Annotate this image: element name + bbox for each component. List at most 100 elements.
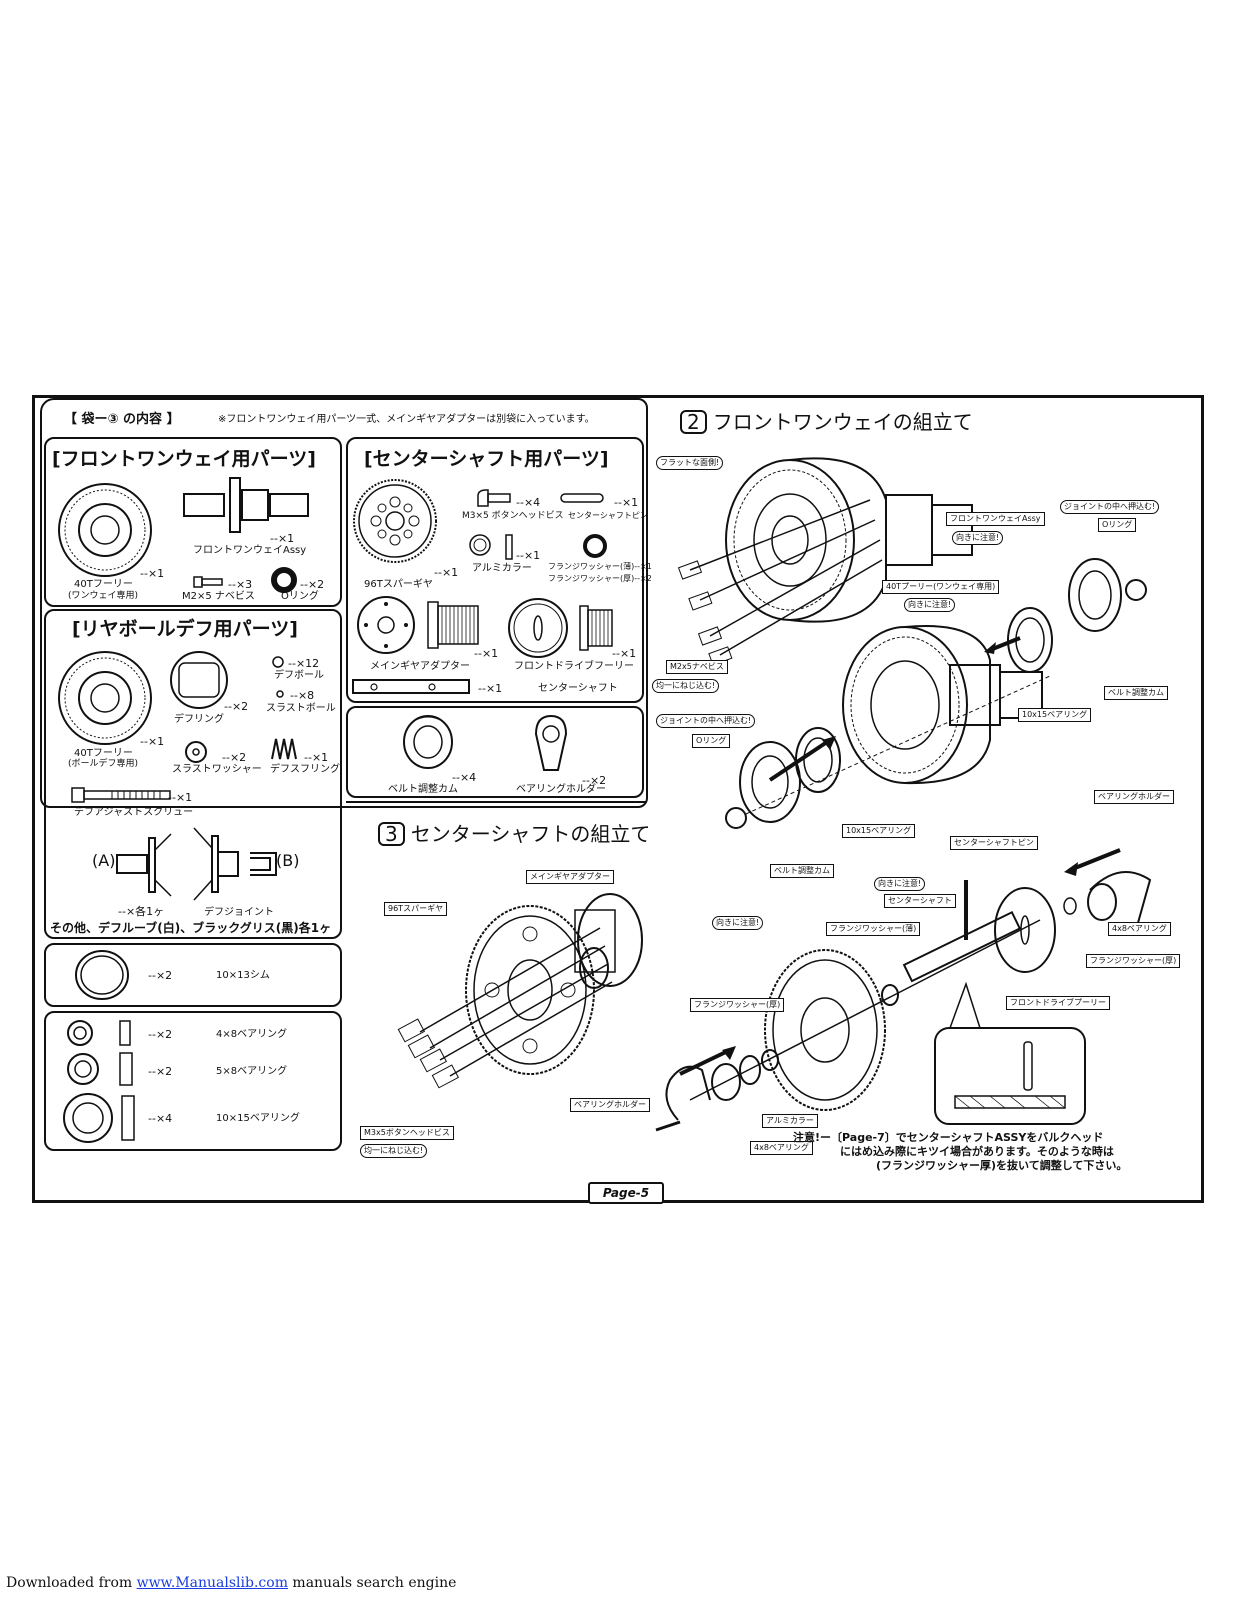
belt-cam-icon — [403, 715, 453, 769]
cam-holder-box — [346, 706, 644, 798]
manualslib-link[interactable]: www.Manualslib.com — [136, 1575, 288, 1591]
step2-exploded-diagram — [677, 457, 1147, 829]
step3-direction-b-label: 向きに注意! — [712, 916, 764, 930]
shim-name: 10×13シム — [216, 970, 270, 981]
oneway-assy-qty: --×1 — [270, 532, 295, 545]
step3-panel — [346, 801, 646, 821]
fdp-qty: --×1 — [612, 647, 637, 660]
step2-direction2-label: 向きに注意! — [904, 598, 956, 612]
step3-fdp-label: フロントドライブプーリー — [1006, 996, 1110, 1010]
thrust-ball-qty: --×8 — [290, 689, 315, 702]
pulley-diff-qty: --×1 — [140, 735, 165, 748]
flange-washer-thick: フランジワッシャー(厚)--×2 — [548, 574, 652, 583]
bearing-10x15-icon — [63, 1093, 135, 1143]
step2-screw-label: M2x5ナベビス — [666, 660, 728, 674]
center-shaft-parts-box — [346, 437, 644, 703]
diff-joint-a-icon — [116, 833, 172, 897]
step2-flat-face-label: フラットな面側! — [656, 456, 724, 470]
page-number: Page-5 — [588, 1182, 664, 1204]
step3-number: 3 — [378, 822, 405, 846]
bearing-4x8-qty: --×2 — [148, 1028, 173, 1041]
bolt-qty: --×4 — [516, 496, 541, 509]
bearings-box — [44, 1011, 342, 1151]
step3-tighten-label: 均一にねじ込む! — [360, 1144, 428, 1158]
holder-name: ベアリングホルダー — [516, 784, 606, 795]
bearing-10x15-name: 10×15ベアリング — [216, 1113, 300, 1124]
oring-name: Oリング — [281, 591, 319, 602]
step3-direction-a-label: 向きに注意! — [874, 877, 926, 891]
diff-joint-a-label: (A) — [92, 851, 116, 870]
step2-pulley-label: 40Tプーリー(ワンウェイ専用) — [882, 580, 1000, 594]
step2-number: 2 — [680, 410, 707, 434]
bearing-10x15-qty: --×4 — [148, 1112, 173, 1125]
flange-washer-thin: フランジワッシャー(薄)--×1 — [548, 562, 652, 571]
pin-qty: --×1 — [614, 496, 639, 509]
step3-flw-thick2-label: フランジワッシャー(厚) — [1086, 954, 1181, 968]
collar-qty: --×1 — [516, 549, 541, 562]
center-shaft-pin-icon — [560, 493, 604, 503]
shaft-qty: --×1 — [478, 682, 503, 695]
bearing-5x8-name: 5×8ベアリング — [216, 1066, 288, 1077]
step3-cam-label: ベルト調整カム — [770, 864, 834, 878]
holder-qty: --×2 — [582, 774, 607, 787]
diff-joint-b-label: (B) — [276, 851, 300, 870]
pulley-sub: (ワンウェイ専用) — [68, 591, 139, 601]
step3-bolt-label: M3x5ボタンヘッドビス — [360, 1126, 454, 1140]
diff-adjust-name: デフアジャストスクリュー — [74, 807, 194, 818]
step3-flw-thin-label: フランジワッシャー(薄) — [826, 922, 921, 936]
aluminum-collar-icon — [469, 534, 513, 560]
front-oneway-parts-box — [44, 437, 342, 607]
step3-bearing48b-label: 4x8ベアリング — [1108, 922, 1171, 936]
step3-pin-label: センターシャフトピン — [950, 836, 1038, 850]
step3-flw-thick-label: フランジワッシャー(厚) — [690, 998, 785, 1012]
bearing-holder-icon — [534, 714, 568, 771]
diff-spring-icon — [271, 738, 297, 760]
step2-oneway-assy-label: フロントワンウェイAssy — [946, 512, 1045, 526]
step3-spur-assembly-diagram — [397, 893, 643, 1089]
cam-name: ベルト調整カム — [388, 784, 458, 795]
step3-shaft-assembly-diagram — [655, 848, 1152, 1132]
thrust-washer-icon — [185, 741, 207, 763]
pulley-40t-icon — [58, 483, 152, 577]
cam-qty: --×4 — [452, 771, 477, 784]
step2-bearing-a-label: 10x15ベアリング — [1018, 708, 1092, 722]
pulley-name: 40Tフーリー — [74, 579, 133, 590]
notice-line1: 注意!ー〔Page-7〕でセンターシャフトASSYをバルクヘッド — [793, 1131, 1104, 1144]
footer-prefix: Downloaded from — [6, 1575, 137, 1591]
oneway-assy-icon — [183, 477, 309, 533]
step2-joint-push2-label: ジョイントの中へ押込む! — [656, 714, 756, 728]
center-shaft-icon — [352, 679, 470, 694]
bag-contents-panel — [40, 398, 648, 808]
center-shaft-heading: [センターシャフト用パーツ] — [364, 448, 609, 470]
notice-line2: にはめ込み際にキツイ場合があります。そのような時は — [840, 1145, 1114, 1158]
bearing-4x8-icon — [67, 1020, 131, 1046]
shim-qty: --×2 — [148, 969, 173, 982]
step2-direction-label: 向きに注意! — [952, 531, 1004, 545]
step2-cam-label: ベルト調整カム — [1104, 686, 1168, 700]
step2-tighten-label: 均一にねじ込む! — [652, 679, 720, 693]
diff-ball-qty: --×12 — [288, 657, 320, 670]
footer-suffix: manuals search engine — [287, 1575, 457, 1591]
bearing-5x8-icon — [67, 1052, 133, 1086]
pulley-qty: --×1 — [140, 567, 165, 580]
pulley-40t-diff-icon — [58, 651, 152, 745]
diff-other-items: その他、デフルーブ(白)、ブラックグリス(黒)各1ヶ — [50, 921, 332, 935]
screw-icon — [193, 576, 223, 588]
main-gear-adapter-icon — [357, 596, 479, 654]
bearing-4x8-name: 4×8ベアリング — [216, 1029, 288, 1040]
step3-adapter-label: メインギヤアダプター — [526, 870, 614, 884]
step3-bearing48-label: 4x8ベアリング — [750, 1141, 813, 1155]
step3-collar-label: アルミカラー — [762, 1114, 818, 1128]
diff-adjust-qty: --×1 — [168, 791, 193, 804]
step3-holder-label: ベアリングホルダー — [570, 1098, 650, 1112]
shim-box — [44, 943, 342, 1007]
front-drive-pulley-icon — [508, 598, 613, 658]
diff-adjust-screw-icon — [71, 787, 171, 803]
bearing-5x8-qty: --×2 — [148, 1065, 173, 1078]
oring-icon — [271, 567, 297, 593]
diff-ball-name: デフボール — [274, 670, 324, 681]
adapter-qty: --×1 — [474, 647, 499, 660]
oring-qty: --×2 — [300, 578, 325, 591]
button-head-bolt-icon — [477, 489, 511, 507]
